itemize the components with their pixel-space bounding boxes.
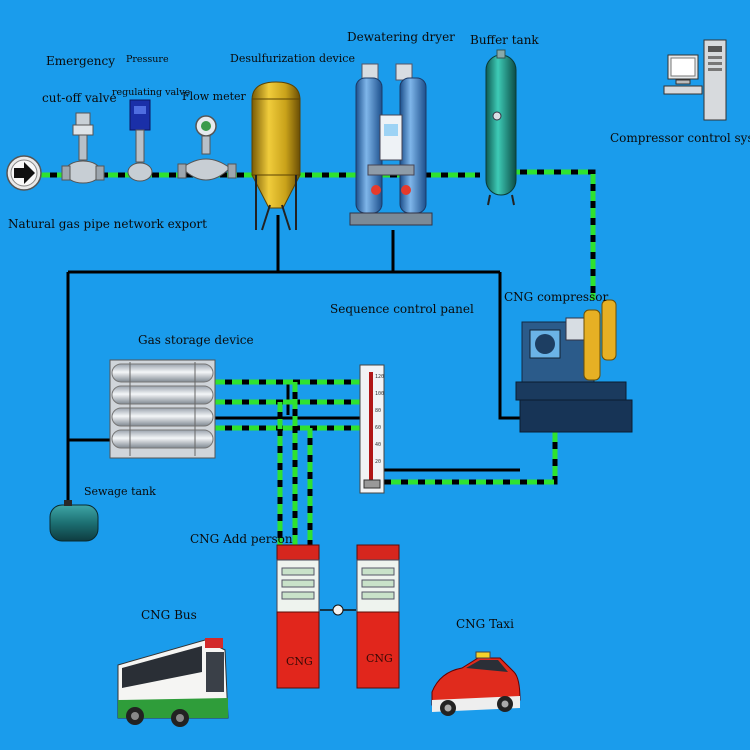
cng-compressor-label: CNG compressor xyxy=(504,290,609,304)
cng-taxi-label: CNG Taxi xyxy=(456,617,514,631)
dispenser-1-label: CNG xyxy=(286,655,313,668)
buffer-tank-label: Buffer tank xyxy=(470,33,539,47)
desulfurization-device xyxy=(251,81,301,231)
svg-text:40: 40 xyxy=(375,442,381,448)
sewage-tank-label: Sewage tank xyxy=(84,485,156,498)
black-pipes xyxy=(66,215,540,505)
flow-meter-label: Flow meter xyxy=(182,90,246,103)
pressure-valve-label-line1: Pressure xyxy=(126,54,169,65)
cng-bus-label: CNG Bus xyxy=(141,608,197,622)
sequence-control-panel: 120 100 80 60 40 20 xyxy=(359,364,385,494)
computer-icon xyxy=(663,39,727,121)
compressor-control-label: Compressor control system xyxy=(610,131,750,145)
natural-gas-export-label: Natural gas pipe network export xyxy=(8,217,207,231)
arrow-right-circle-icon xyxy=(6,155,42,191)
gas-storage-label: Gas storage device xyxy=(138,333,254,347)
cng-add-person-label: CNG Add person xyxy=(190,532,293,546)
buffer-tank xyxy=(485,49,517,206)
cng-dispenser-2 xyxy=(356,544,400,689)
svg-text:60: 60 xyxy=(375,425,381,431)
svg-text:80: 80 xyxy=(375,408,381,414)
sequence-panel-label: Sequence control panel xyxy=(330,302,474,316)
flow-meter xyxy=(177,115,237,181)
cng-taxi xyxy=(431,651,521,716)
gas-storage-device xyxy=(109,359,216,459)
cng-bus xyxy=(117,638,229,727)
emergency-valve-label-line1: Emergency xyxy=(46,54,115,68)
svg-text:120: 120 xyxy=(375,374,384,380)
pressure-regulating-valve xyxy=(127,99,153,182)
svg-text:100: 100 xyxy=(375,391,384,397)
dewatering-dryer-label: Dewatering dryer xyxy=(347,30,455,44)
dispenser-link-icon xyxy=(320,604,356,616)
sewage-tank xyxy=(49,500,99,542)
dewatering-dryer xyxy=(349,63,433,226)
emergency-valve xyxy=(61,112,105,184)
cng-dispenser-1 xyxy=(276,544,320,689)
cng-compressor xyxy=(515,299,633,433)
desulfurization-label: Desulfurization device xyxy=(230,52,355,65)
svg-text:20: 20 xyxy=(375,459,381,465)
dispenser-2-label: CNG xyxy=(366,652,393,665)
emergency-valve-label-line2: cut-off valve xyxy=(42,91,117,105)
pressure-valve-label-line2: regulating valve xyxy=(112,87,191,98)
